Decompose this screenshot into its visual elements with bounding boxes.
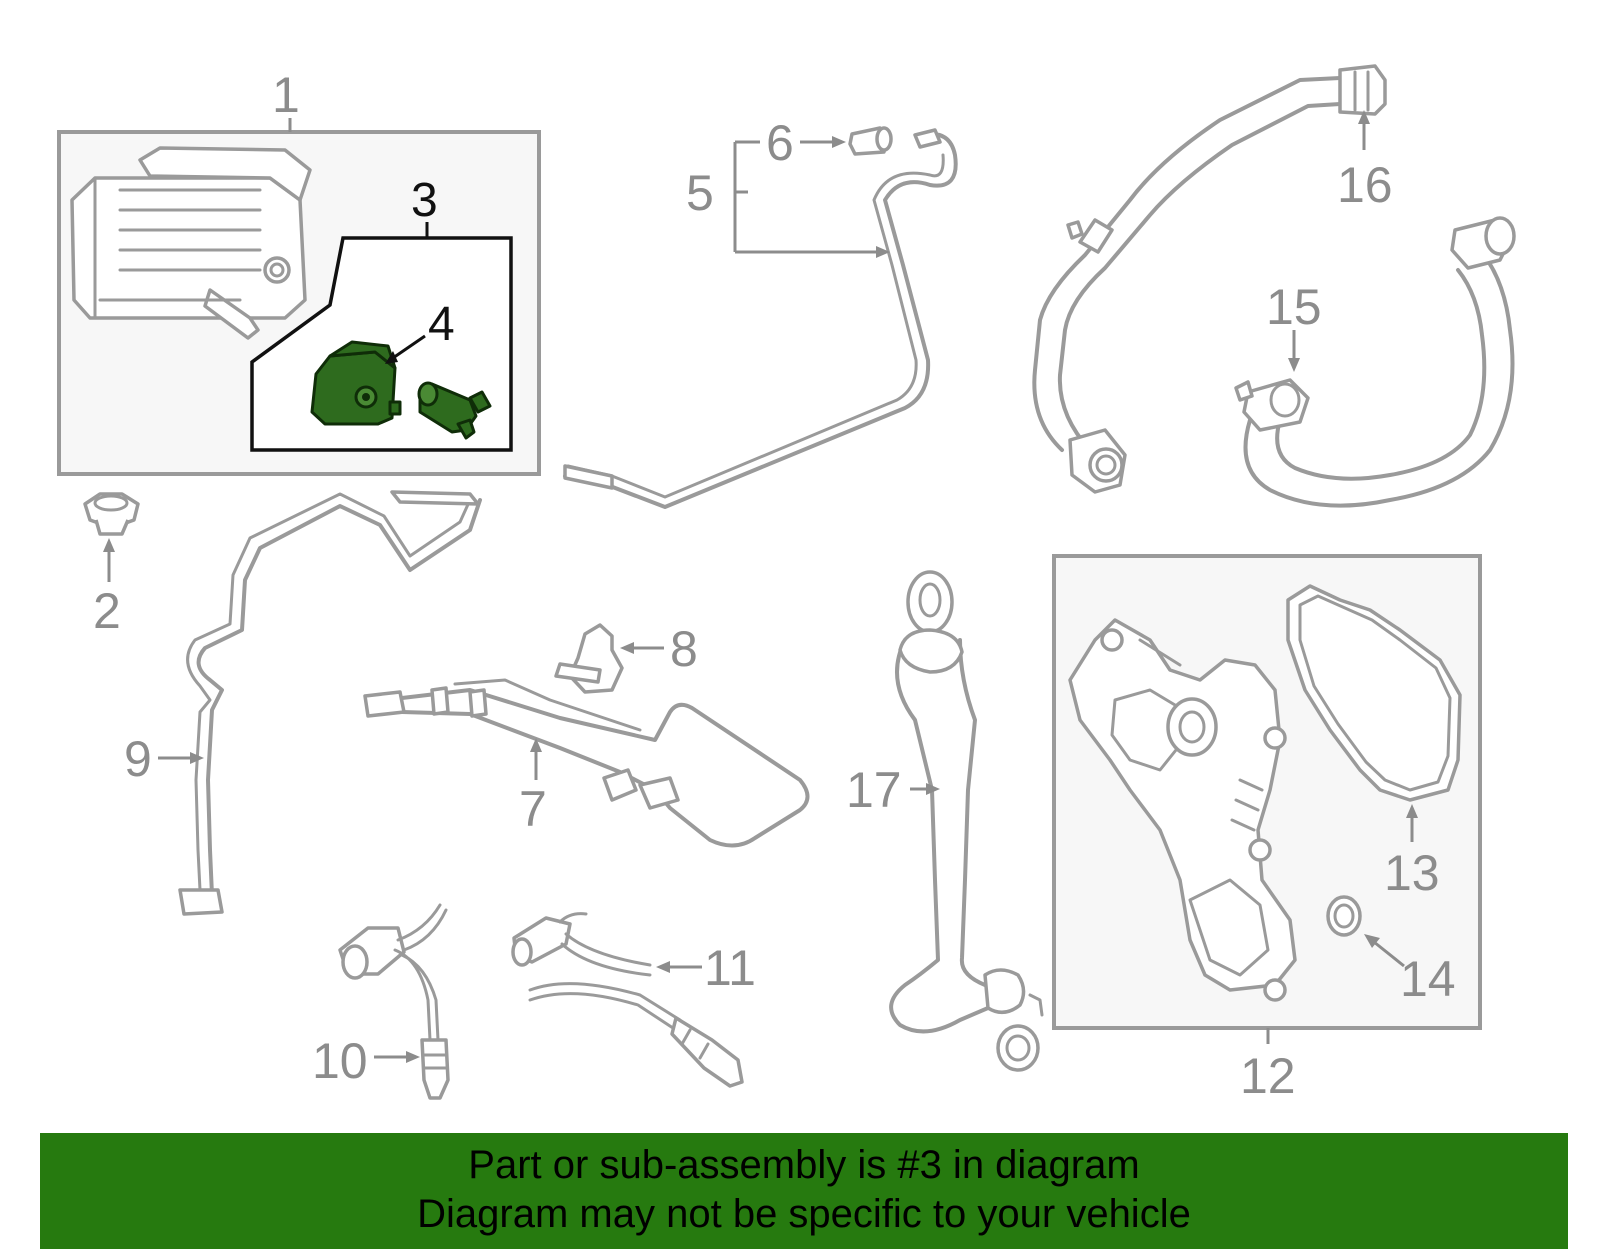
part-14-o-ring: 14 [1326,895,1456,1007]
callout-15: 15 [1266,279,1322,335]
part-4-purge-valve [310,340,402,426]
callout-4-arrowhead [385,351,398,364]
charcoal-canister [70,146,312,340]
part-17-coolant-hose: 17 [846,570,1044,1072]
callout-11: 11 [704,940,756,996]
callout-12: 12 [1240,1048,1296,1104]
part-8-clip: 8 [554,621,698,694]
part-9-purge-tube: 9 [124,490,482,916]
thermostat-housing [1068,618,1297,1002]
part-6-cap: 6 [766,115,893,171]
part-12-thermostat-housing-group: 12 13 14 [1052,554,1482,1104]
part-16-coolant-hose: 16 [1032,64,1393,494]
callout-10: 10 [312,1033,368,1089]
banner-line-part: Part or sub-assembly is #3 in diagram [468,1143,1140,1187]
callout-14-leader [1373,940,1405,968]
info-banner: Part or sub-assembly is #3 in diagram Di… [40,1133,1568,1249]
callout-5: 5 [686,165,714,221]
callout-7: 7 [519,781,547,837]
part-1-canister-group: 1 3 [57,67,541,476]
callout-14: 14 [1400,951,1456,1007]
part-15-hose: 15 [1234,216,1516,508]
part-3-connector-fitting [417,381,492,440]
callout-9: 9 [124,731,152,787]
part-11-oxygen-sensor: 11 [511,912,756,1088]
callout-2: 2 [93,583,121,639]
part-7-vapor-line: 7 [363,678,810,848]
callout-4: 4 [428,298,455,351]
callout-17: 17 [846,762,902,818]
callout-1: 1 [272,67,300,123]
banner-line-disclaimer: Diagram may not be specific to your vehi… [417,1192,1191,1236]
part-2-nut: 2 [83,492,140,639]
callout-3: 3 [411,174,438,227]
callout-6: 6 [766,115,794,171]
callout-8: 8 [670,621,698,677]
callout-16: 16 [1337,157,1393,213]
callout-13: 13 [1384,845,1440,901]
part-5-vent-tube: 5 [563,128,958,509]
part-13-gasket: 13 [1286,584,1462,901]
callout-4-leader [389,334,426,362]
part-10-oxygen-sensor: 10 [312,903,450,1100]
